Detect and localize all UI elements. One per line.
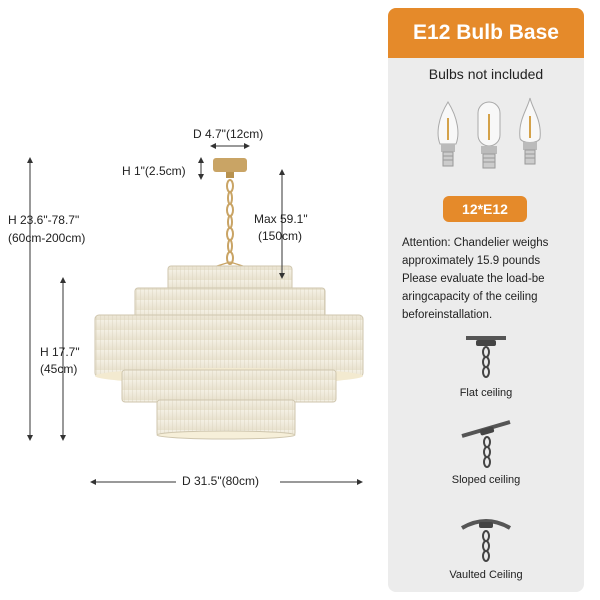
- total-height-label-2: (60cm-200cm): [8, 231, 86, 245]
- sloped-ceiling-label: Sloped ceiling: [451, 474, 521, 486]
- canopy-height-label: H 1"(2.5cm): [122, 164, 186, 178]
- shade-height-label-2: (45cm): [40, 362, 78, 376]
- total-height-label-1: H 23.6"-78.7": [8, 213, 80, 227]
- diameter-label: D 31.5"(80cm): [182, 474, 259, 488]
- attention-line: aringcapacity of the ceiling: [402, 291, 538, 303]
- top-width-label: D 4.7"(12cm): [193, 127, 264, 141]
- flat-ceiling-label: Flat ceiling: [459, 387, 513, 399]
- attention-note: Attention: Chandelier weighs approximate…: [402, 234, 578, 324]
- attention-line: approximately 15.9 pounds: [402, 255, 541, 267]
- bulbs-note: Bulbs not included: [428, 66, 544, 82]
- attention-line: beforeinstallation.: [402, 309, 493, 321]
- chandelier-drawing: [27, 143, 364, 485]
- max-chain-label-2: (150cm): [258, 229, 303, 243]
- attention-line: Attention: Chandelier weighs: [402, 237, 549, 249]
- canopy: [213, 158, 247, 178]
- attention-line: Please evaluate the load-be: [402, 273, 545, 285]
- vaulted-ceiling-label: Vaulted Ceiling: [449, 569, 523, 581]
- sloped-ceiling-icon: [461, 420, 511, 468]
- bulb-icons: [437, 97, 541, 169]
- bulb-info-panel: E12 Bulb Base Bulbs not included: [388, 8, 584, 592]
- shade-tiers: [94, 265, 364, 440]
- max-chain-label-1: Max 59.1": [254, 212, 308, 226]
- bulb-count-badge: 12*E12: [443, 196, 527, 222]
- shade-height-label-1: H 17.7": [40, 345, 80, 359]
- flat-ceiling-icon: [466, 336, 506, 378]
- candle-bulb-icon: [437, 101, 459, 167]
- tubular-bulb-icon: [477, 101, 501, 169]
- vaulted-ceiling-icon: [460, 519, 512, 562]
- panel-title: E12 Bulb Base: [388, 8, 584, 58]
- flame-tip-bulb-icon: [519, 97, 541, 165]
- chain: [226, 179, 234, 265]
